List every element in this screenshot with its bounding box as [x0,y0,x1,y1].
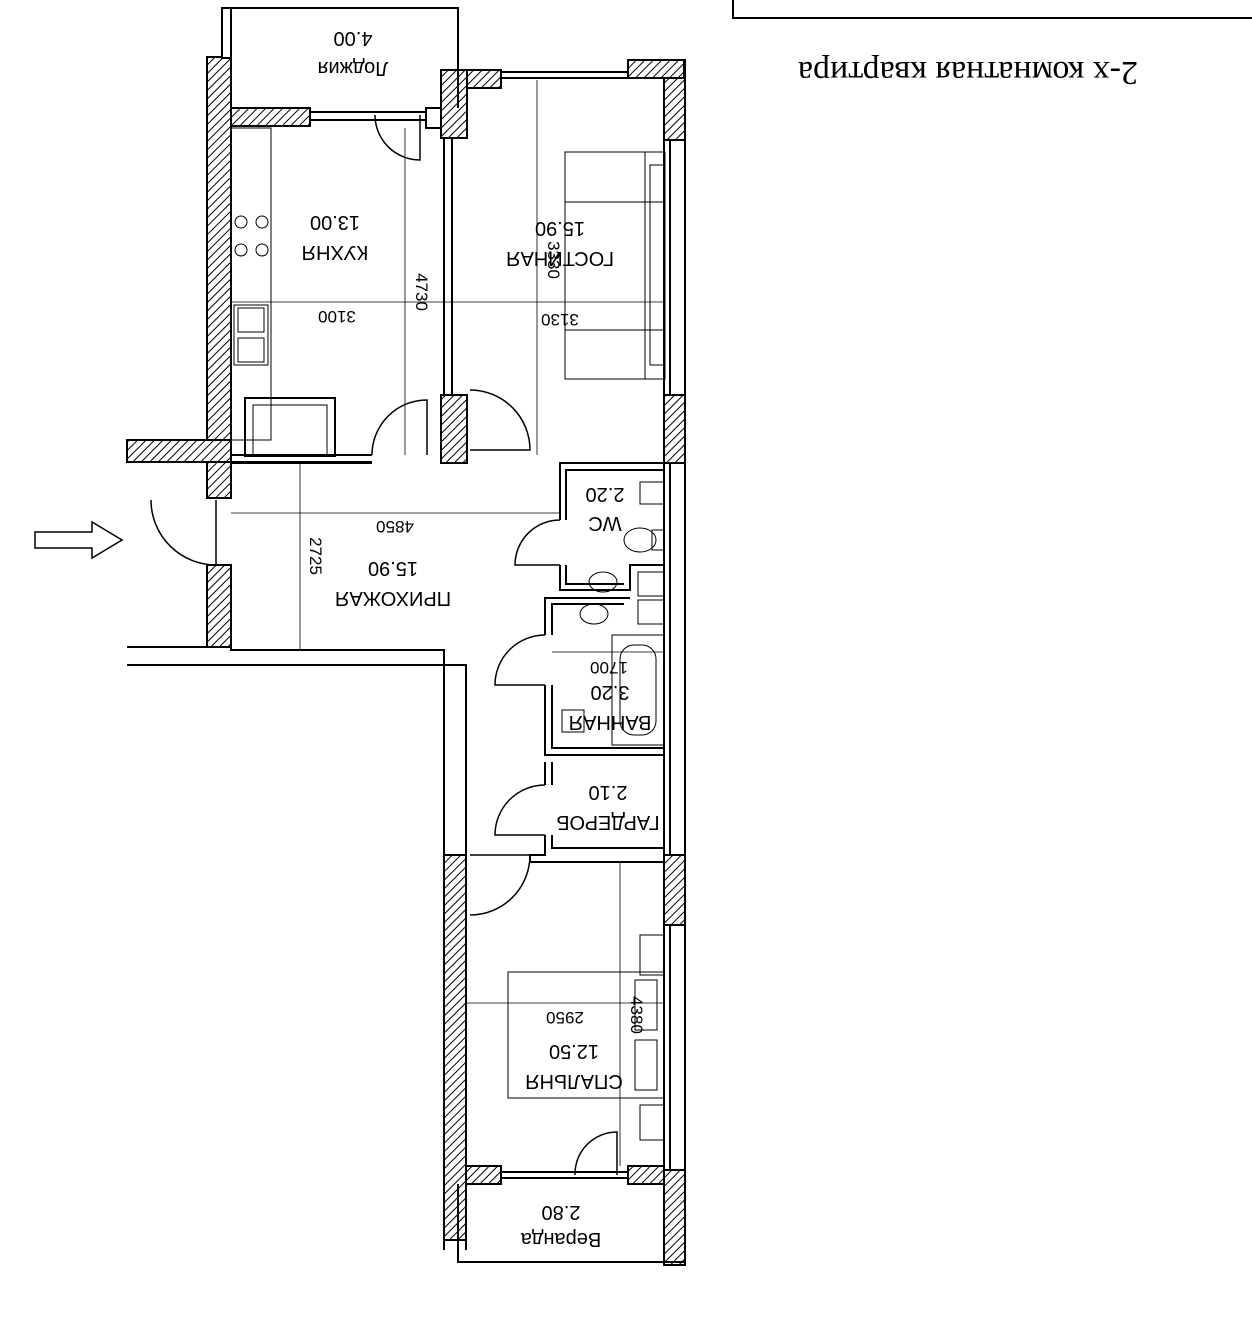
room-veranda-name: Веранда [520,1228,601,1250]
room-veranda-area: 2.80 [542,1201,581,1223]
room-living-name: ГОСТИНАЯ [506,247,614,269]
dimension-lines [231,80,664,1166]
doors [150,114,618,1176]
sofa-icon [564,151,666,380]
dim-kitchen-width: 3100 [318,307,356,326]
washbasin-icon [579,571,665,625]
toilet-icon [623,481,665,553]
room-loggia-name: Лоджия [318,57,389,79]
room-bath-name: ВАННАЯ [569,711,652,733]
sink-icon [233,304,269,366]
dim-bedroom-depth: 4380 [627,996,646,1034]
room-bath-area: 3.20 [591,681,630,703]
dim-kitchen-depth: 4730 [412,273,431,311]
room-loggia-area: 4.00 [334,27,373,49]
room-hall-area: 15.90 [368,557,418,579]
room-wc-name: WC [588,512,621,534]
room-living-area: 15.90 [535,217,585,239]
room-hall-name: ПРИХОЖАЯ [335,587,451,609]
room-bedroom-name: СПАЛЬНЯ [525,1070,623,1092]
room-wc-area: 2.20 [586,483,625,505]
plan-title: 2-х комнатная квартира [798,54,1138,91]
title-frame [732,0,1252,19]
room-kitchen-name: КУХНЯ [302,241,369,263]
dim-living-width: 3130 [541,310,579,329]
room-wardrobe-name: ГАРДЕРОБ [556,811,659,833]
dim-living-depth: 3330 [544,241,563,279]
dim-bedroom-width: 2950 [546,1008,584,1027]
stove-icon [234,215,269,257]
room-kitchen-area: 13.00 [310,211,360,233]
dim-hall-length: 4850 [376,517,414,536]
entry-arrow-icon [34,520,124,560]
dim-hall-width: 2725 [306,537,325,575]
dim-bath-width: 1700 [590,658,628,677]
bathtub-icon [561,634,665,746]
room-wardrobe-area: 2.10 [589,781,628,803]
bed-icon [507,934,665,1141]
kitchen-furniture [230,127,336,457]
room-bedroom-area: 12.50 [549,1040,599,1062]
